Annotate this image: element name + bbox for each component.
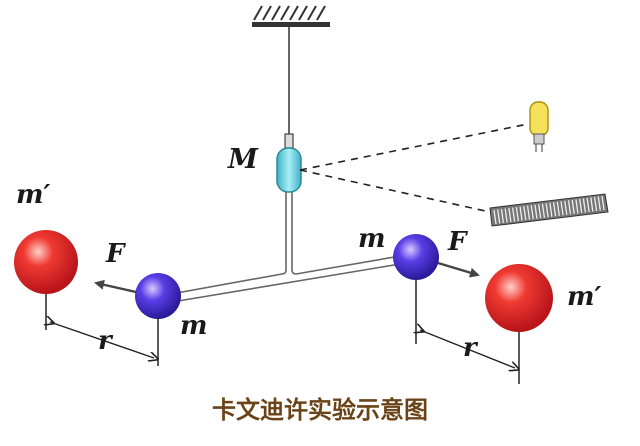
scale-tick [586, 197, 590, 213]
scale-tick [541, 203, 546, 218]
label-distance-right: r [463, 333, 479, 363]
scale-tick [552, 202, 557, 217]
diagram-caption: 卡文迪许实验示意图 [212, 395, 428, 424]
scale-tick [511, 207, 516, 222]
scale-tick [493, 209, 497, 225]
scale-tick [545, 203, 549, 218]
label-large-mass-right: m′ [567, 282, 602, 312]
lamp-icon [529, 101, 549, 152]
torsion-rod [159, 192, 413, 305]
scale-tick [500, 208, 505, 224]
large-mass-left [14, 230, 78, 294]
scale-tick [601, 195, 605, 211]
reflected-light-beam [299, 169, 491, 213]
scale-tick [504, 208, 508, 223]
label-small-mass-left: m [180, 311, 208, 341]
small-mass-right [393, 234, 439, 280]
scale-tick [564, 200, 568, 215]
label-force-right: F [447, 227, 468, 257]
scale-tick [579, 198, 583, 213]
graduated-scale [489, 193, 609, 227]
scale-tick [508, 207, 512, 223]
scale-tick [526, 205, 531, 220]
scale-tick [575, 199, 579, 214]
force-arrow-left [94, 279, 137, 294]
label-large-mass-left: m′ [16, 180, 51, 210]
scale-tick [523, 206, 527, 221]
scale-tick [538, 204, 542, 219]
scale-tick [530, 205, 534, 220]
scale-tick [519, 206, 523, 221]
force-arrow-right [437, 261, 480, 278]
scale-tick [593, 196, 598, 212]
mirror [276, 147, 302, 193]
label-force-left: F [105, 239, 126, 269]
ceiling-mount [252, 5, 330, 27]
scale-tick [497, 209, 501, 224]
scale-tick [534, 204, 538, 219]
large-mass-right [485, 264, 553, 332]
label-distance-left: r [98, 326, 114, 356]
scale-tick [582, 198, 587, 213]
scale-tick [597, 196, 601, 211]
distance-marker-left [50, 322, 154, 358]
fiber-clamp [284, 133, 294, 149]
label-mirror-M: M [227, 144, 259, 175]
scale-tick [590, 197, 594, 212]
scale-tick [515, 207, 519, 222]
scale-tick [549, 202, 553, 217]
scale-tick [571, 199, 575, 214]
incident-light-beam [299, 123, 529, 171]
label-small-mass-right: m [358, 224, 386, 254]
distance-marker-right [420, 330, 515, 368]
scale-tick [560, 201, 564, 216]
scale-tick [556, 201, 560, 216]
small-mass-left [135, 273, 181, 319]
scale-tick [567, 200, 572, 215]
